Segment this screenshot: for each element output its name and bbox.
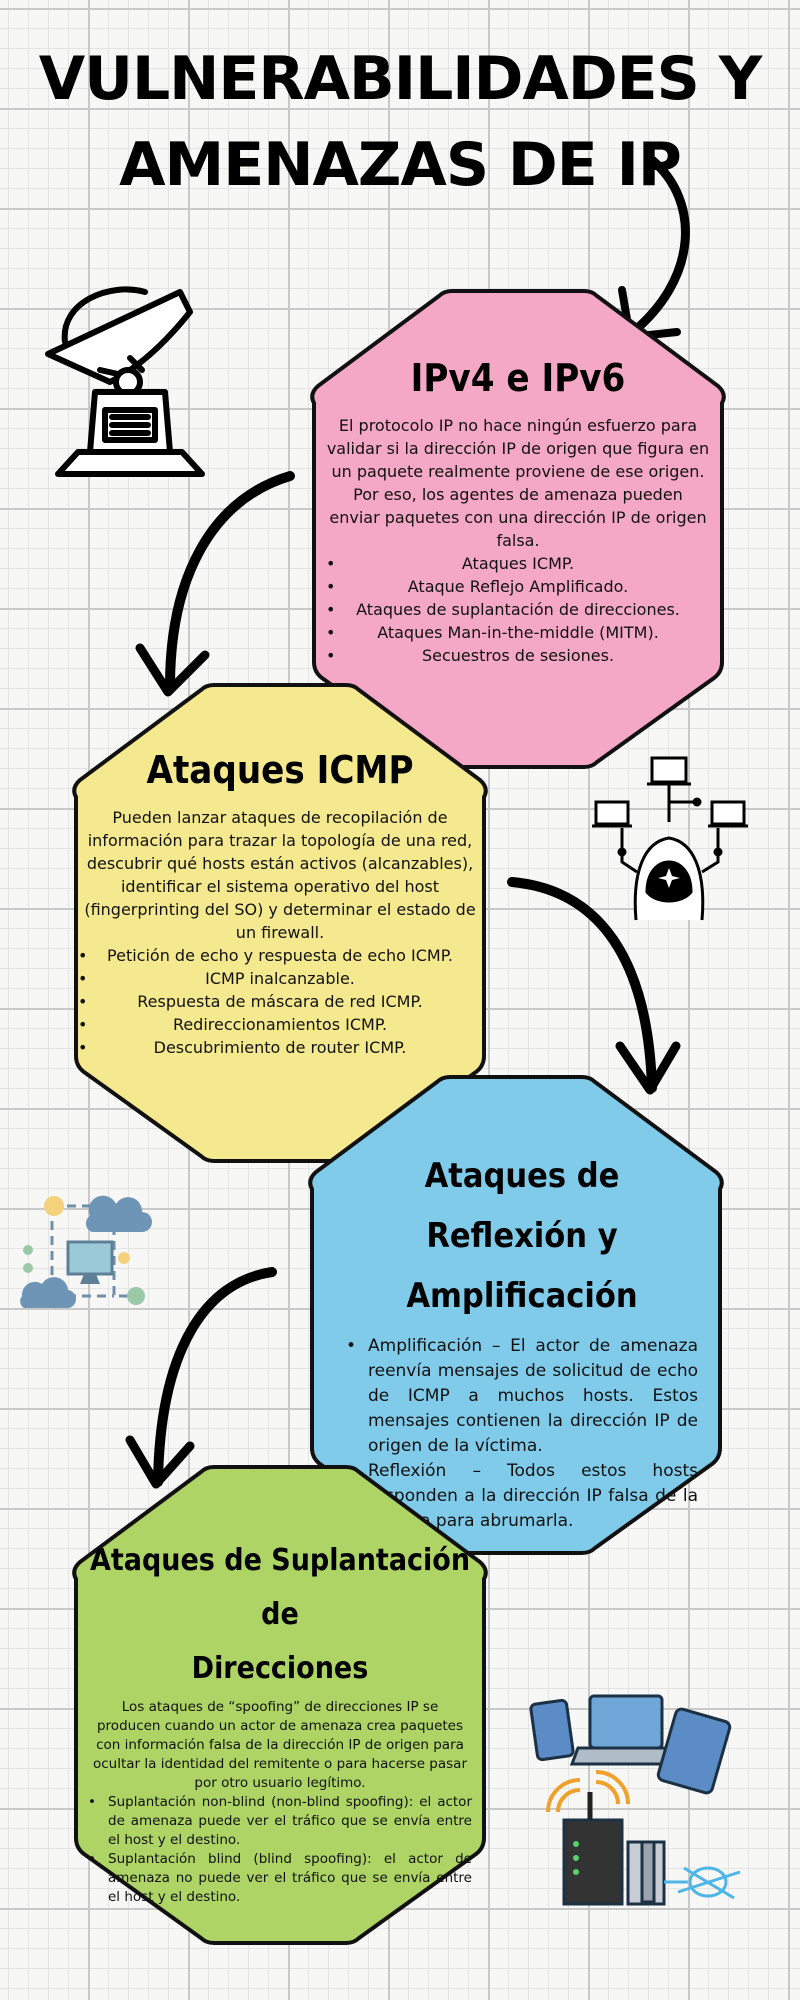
hacker-network-icon xyxy=(592,756,748,921)
list-item: Ataque Reflejo Amplificado. xyxy=(326,575,710,598)
list-item: Petición de echo y respuesta de echo ICM… xyxy=(78,944,482,967)
section-description: Pueden lanzar ataques de recopilación de… xyxy=(84,808,476,942)
section-title-line-1: Ataques de Reflexión y xyxy=(424,1156,620,1256)
list-item: Suplantación blind (blind spoofing): el … xyxy=(88,1850,472,1907)
list-item: Redireccionamientos ICMP. xyxy=(78,1013,482,1036)
hex-ipv4-ipv6: IPv4 e IPv6 El protocolo IP no hace ning… xyxy=(304,286,732,772)
section-title-line-1: Ataques de Suplantación de xyxy=(89,1543,471,1632)
section-items: Petición de echo y respuesta de echo ICM… xyxy=(78,944,482,1059)
cloud-network-icon xyxy=(20,1195,152,1309)
title-line-1: VULNERABILIDADES Y xyxy=(38,44,762,114)
section-title: IPv4 e IPv6 xyxy=(410,356,626,400)
list-item: ICMP inalcanzable. xyxy=(78,967,482,990)
section-items: Suplantación non-blind (non-blind spoofi… xyxy=(88,1793,472,1907)
section-items: Ataques ICMP. Ataque Reflejo Amplificado… xyxy=(326,552,710,667)
title-line-2: AMENAZAS DE IP xyxy=(119,130,682,200)
list-item: Secuestros de sesiones. xyxy=(326,644,710,667)
section-items: Amplificación – El actor de amenaza reen… xyxy=(346,1334,698,1534)
list-item: Ataques Man-in-the-middle (MITM). xyxy=(326,621,710,644)
list-item: Respuesta de máscara de red ICMP. xyxy=(78,990,482,1013)
hex-reflexion-amplificacion: Ataques de Reflexión y Amplificación Amp… xyxy=(302,1072,730,1558)
hex-ataques-icmp: Ataques ICMP Pueden lanzar ataques de re… xyxy=(66,680,494,1166)
list-item: Reflexión – Todos estos hosts responden … xyxy=(346,1459,698,1534)
devices-router-icon xyxy=(529,1694,741,1906)
section-description: Los ataques de “spoofing” de direcciones… xyxy=(92,1699,467,1791)
satellite-dish-icon xyxy=(45,286,205,477)
list-item: Descubrimiento de router ICMP. xyxy=(78,1036,482,1059)
hex-suplantacion-direcciones: Ataques de Suplantación de Direcciones L… xyxy=(66,1462,494,1948)
page-title: VULNERABILIDADES Y AMENAZAS DE IP xyxy=(0,36,800,208)
list-item: Amplificación – El actor de amenaza reen… xyxy=(346,1334,698,1459)
list-item: Ataques ICMP. xyxy=(326,552,710,575)
list-item: Suplantación non-blind (non-blind spoofi… xyxy=(88,1793,472,1850)
section-description: El protocolo IP no hace ningún esfuerzo … xyxy=(326,416,710,550)
list-item: Ataques de suplantación de direcciones. xyxy=(326,598,710,621)
section-title-line-2: Direcciones xyxy=(191,1651,369,1686)
section-title: Ataques ICMP xyxy=(146,748,414,792)
section-title-line-2: Amplificación xyxy=(406,1276,638,1316)
